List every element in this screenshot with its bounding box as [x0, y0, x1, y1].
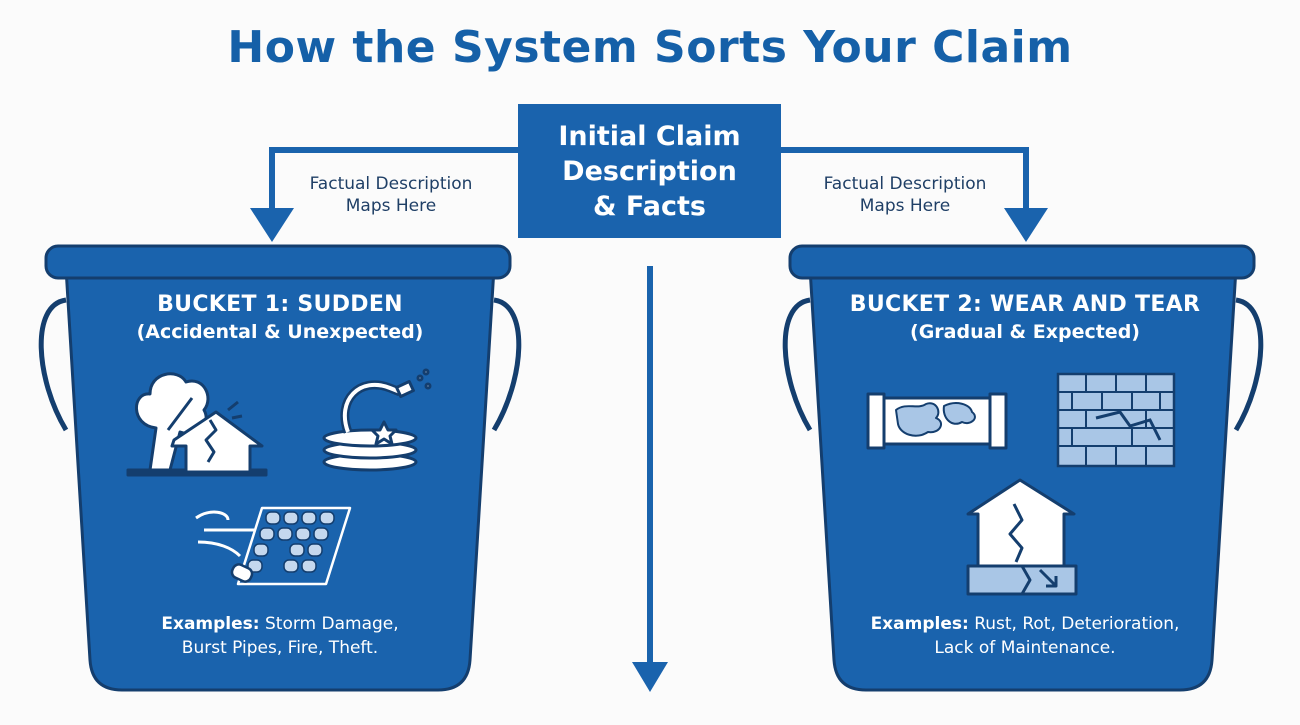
bucket-1-heading: BUCKET 1: SUDDEN (Accidental & Unexpecte…	[85, 292, 475, 343]
tree-house-icon	[126, 372, 268, 477]
rusty-pipe-icon	[866, 392, 1008, 450]
center-line-1: Initial Claim	[558, 120, 741, 152]
mapping-label-right: Factual Description Maps Here	[800, 173, 1010, 217]
bucket-2-examples-label: Examples:	[870, 614, 969, 634]
cracked-foundation-icon	[966, 478, 1078, 596]
page-title: How the System Sorts Your Claim	[227, 22, 1073, 73]
mapping-label-line2: Maps Here	[345, 196, 437, 216]
bucket-2-subtitle: (Gradual & Expected)	[910, 321, 1140, 343]
mapping-label-line2: Maps Here	[859, 196, 951, 216]
mapping-label-line1: Factual Description	[823, 174, 987, 194]
center-line-2: Description	[562, 155, 737, 187]
bucket-1-examples: Examples: Storm Damage, Burst Pipes, Fir…	[110, 612, 450, 660]
connector-right	[781, 147, 1048, 242]
bucket-2-examples-line1: Rust, Rot, Deterioration,	[974, 614, 1180, 634]
bucket-1-examples-line2: Burst Pipes, Fire, Theft.	[181, 638, 379, 658]
center-line-3: & Facts	[592, 190, 706, 222]
cracked-wall-icon	[1056, 372, 1176, 468]
bucket-2-title: BUCKET 2: WEAR AND TEAR	[849, 292, 1201, 317]
wind-shingles-icon	[195, 506, 352, 586]
bucket-2-heading: BUCKET 2: WEAR AND TEAR (Gradual & Expec…	[830, 292, 1220, 343]
mapping-label-line1: Factual Description	[309, 174, 473, 194]
bucket-1-examples-label: Examples:	[161, 614, 260, 634]
connector-down	[632, 266, 668, 692]
bucket-2-examples-line2: Lack of Maintenance.	[934, 638, 1116, 658]
bucket-2-examples: Examples: Rust, Rot, Deterioration, Lack…	[835, 612, 1215, 660]
bucket-1-examples-line1: Storm Damage,	[264, 614, 399, 634]
bucket-1-title: BUCKET 1: SUDDEN	[157, 292, 403, 317]
mapping-label-left: Factual Description Maps Here	[286, 173, 496, 217]
connector-left	[250, 147, 518, 242]
initial-claim-box: Initial Claim Description & Facts	[518, 104, 781, 238]
burst-hose-icon	[322, 368, 432, 472]
bucket-1-subtitle: (Accidental & Unexpected)	[136, 321, 424, 343]
